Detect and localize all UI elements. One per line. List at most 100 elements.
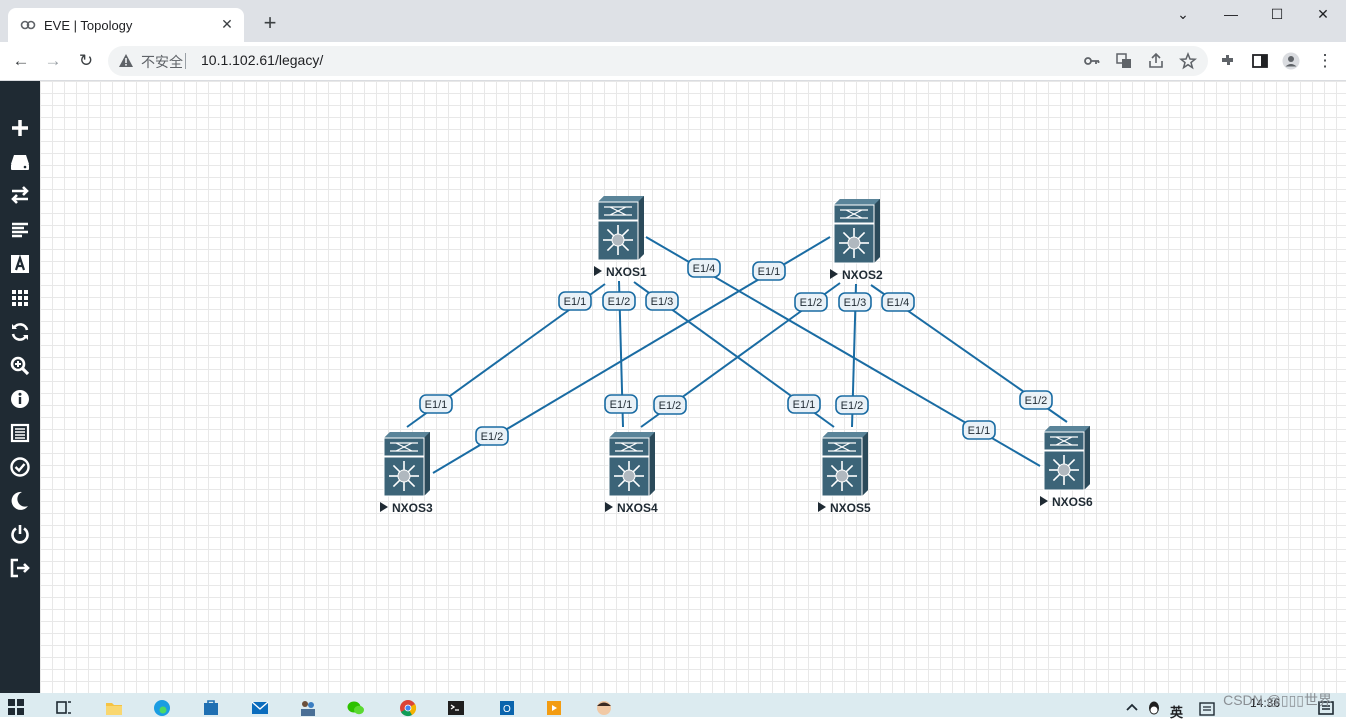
port-label-n1[interactable]: E1/4 <box>687 258 721 278</box>
port-label-box <box>653 395 687 415</box>
port-label-n1[interactable]: E1/1 <box>558 291 592 311</box>
svg-text:O: O <box>503 704 511 715</box>
add-icon[interactable] <box>8 116 32 140</box>
translate-icon[interactable] <box>1115 52 1133 70</box>
outlook-icon[interactable]: O <box>497 697 517 717</box>
port-label-text: E1/1 <box>793 399 816 411</box>
node-label[interactable]: NXOS5 <box>818 501 871 515</box>
windows-start-icon[interactable] <box>6 697 26 717</box>
notification-icon[interactable] <box>1316 697 1336 717</box>
check-icon[interactable] <box>8 455 32 479</box>
port-label-n6[interactable]: E1/2 <box>1019 390 1053 410</box>
node-nxos1[interactable]: NXOS1 <box>594 196 647 279</box>
port-label-n6[interactable]: E1/1 <box>962 420 996 440</box>
share-icon[interactable] <box>1147 52 1165 70</box>
profile-icon[interactable] <box>1282 52 1300 70</box>
close-window-icon[interactable]: ✕ <box>1317 6 1329 22</box>
port-label-text: E1/1 <box>968 425 991 437</box>
power-icon[interactable] <box>8 522 32 546</box>
node-nxos6[interactable]: NXOS6 <box>1040 426 1093 509</box>
storage-icon[interactable] <box>8 150 32 174</box>
play-icon[interactable] <box>380 502 388 512</box>
side-panel-icon[interactable] <box>1251 52 1269 70</box>
list-icon[interactable] <box>8 218 32 242</box>
port-label-n1[interactable]: E1/3 <box>645 291 679 311</box>
nexus-switch-icon <box>833 199 880 264</box>
port-label-n1[interactable]: E1/2 <box>602 291 636 311</box>
play-icon[interactable] <box>1040 496 1048 506</box>
port-label-n2[interactable]: E1/4 <box>881 292 915 312</box>
play-icon[interactable] <box>830 269 838 279</box>
forward-icon[interactable]: → <box>44 51 62 70</box>
play-icon[interactable] <box>594 266 602 276</box>
port-label-n4[interactable]: E1/2 <box>653 395 687 415</box>
port-label-n4[interactable]: E1/1 <box>604 394 638 414</box>
avatar-app-icon[interactable] <box>594 697 614 717</box>
chrome-icon[interactable] <box>398 697 418 717</box>
play-icon[interactable] <box>605 502 613 512</box>
task-view-icon[interactable] <box>54 697 74 717</box>
media-player-icon[interactable] <box>544 697 564 717</box>
keyboard-icon[interactable] <box>1197 697 1217 717</box>
bookmark-star-icon[interactable] <box>1179 52 1197 70</box>
warning-icon <box>119 54 133 67</box>
reload-icon[interactable]: ↻ <box>78 51 94 70</box>
notes-icon[interactable] <box>8 421 32 445</box>
node-nxos2[interactable]: NXOS2 <box>830 199 883 282</box>
close-tab-icon[interactable]: ✕ <box>221 16 233 32</box>
node-nxos3[interactable]: NXOS3 <box>380 432 433 515</box>
transfer-icon[interactable] <box>8 183 32 207</box>
tab-search-icon[interactable]: ⌄ <box>1177 6 1189 22</box>
extensions-icon[interactable] <box>1219 52 1237 70</box>
node-label[interactable]: NXOS6 <box>1040 495 1093 509</box>
node-label[interactable]: NXOS1 <box>594 265 647 279</box>
port-label-n3[interactable]: E1/1 <box>419 394 453 414</box>
node-label[interactable]: NXOS2 <box>830 268 883 282</box>
node-label[interactable]: NXOS3 <box>380 501 433 515</box>
refresh-icon[interactable] <box>8 320 32 344</box>
port-label-n2[interactable]: E1/3 <box>838 292 872 312</box>
url-text[interactable]: 10.1.102.61/legacy/ <box>201 52 324 68</box>
info-icon[interactable] <box>8 387 32 411</box>
edge-browser-icon[interactable] <box>152 697 172 717</box>
port-label-n2[interactable]: E1/2 <box>794 292 828 312</box>
browser-tab[interactable]: EVE | Topology ✕ <box>8 8 244 42</box>
terminal-icon[interactable] <box>446 697 466 717</box>
node-nxos5[interactable]: NXOS5 <box>818 432 871 515</box>
ime-indicator[interactable]: 英 <box>1170 705 1184 720</box>
store-icon[interactable] <box>201 697 221 717</box>
port-label-n5[interactable]: E1/1 <box>787 394 821 414</box>
security-status[interactable]: 不安全 <box>141 54 183 70</box>
clock-time[interactable]: 14:36 <box>1250 696 1281 710</box>
port-label-n3[interactable]: E1/2 <box>475 426 509 446</box>
tray-chevron-icon[interactable] <box>1122 697 1142 717</box>
address-bar[interactable]: 不安全 10.1.102.61/legacy/ <box>108 46 1208 76</box>
menu-icon[interactable]: ⋮ <box>1316 51 1334 70</box>
node-name: NXOS2 <box>842 268 883 282</box>
zoom-icon[interactable] <box>8 354 32 378</box>
key-icon[interactable] <box>1083 52 1101 70</box>
play-icon[interactable] <box>818 502 826 512</box>
tab-strip: EVE | Topology ✕ + ⌄ — ☐ ✕ <box>0 0 1346 42</box>
mail-icon[interactable] <box>250 697 270 717</box>
back-icon[interactable]: ← <box>12 51 30 70</box>
file-explorer-icon[interactable] <box>104 697 124 717</box>
port-label-text: E1/1 <box>564 296 587 308</box>
port-label-n2[interactable]: E1/1 <box>752 261 786 281</box>
port-label-n5[interactable]: E1/2 <box>835 395 869 415</box>
logout-icon[interactable] <box>8 556 32 580</box>
node-nxos4[interactable]: NXOS4 <box>605 432 658 515</box>
maximize-icon[interactable]: ☐ <box>1270 6 1284 22</box>
node-label[interactable]: NXOS4 <box>605 501 658 515</box>
qq-icon[interactable] <box>1144 697 1164 717</box>
people-icon[interactable] <box>298 697 318 717</box>
grid-icon[interactable] <box>8 286 32 310</box>
text-icon[interactable] <box>8 252 32 276</box>
moon-icon[interactable] <box>8 489 32 513</box>
new-tab-button[interactable]: + <box>263 10 277 35</box>
port-label-box <box>962 420 996 440</box>
port-label-text: E1/2 <box>1025 395 1048 407</box>
minimize-icon[interactable]: — <box>1224 6 1238 22</box>
wechat-icon[interactable] <box>346 697 366 717</box>
